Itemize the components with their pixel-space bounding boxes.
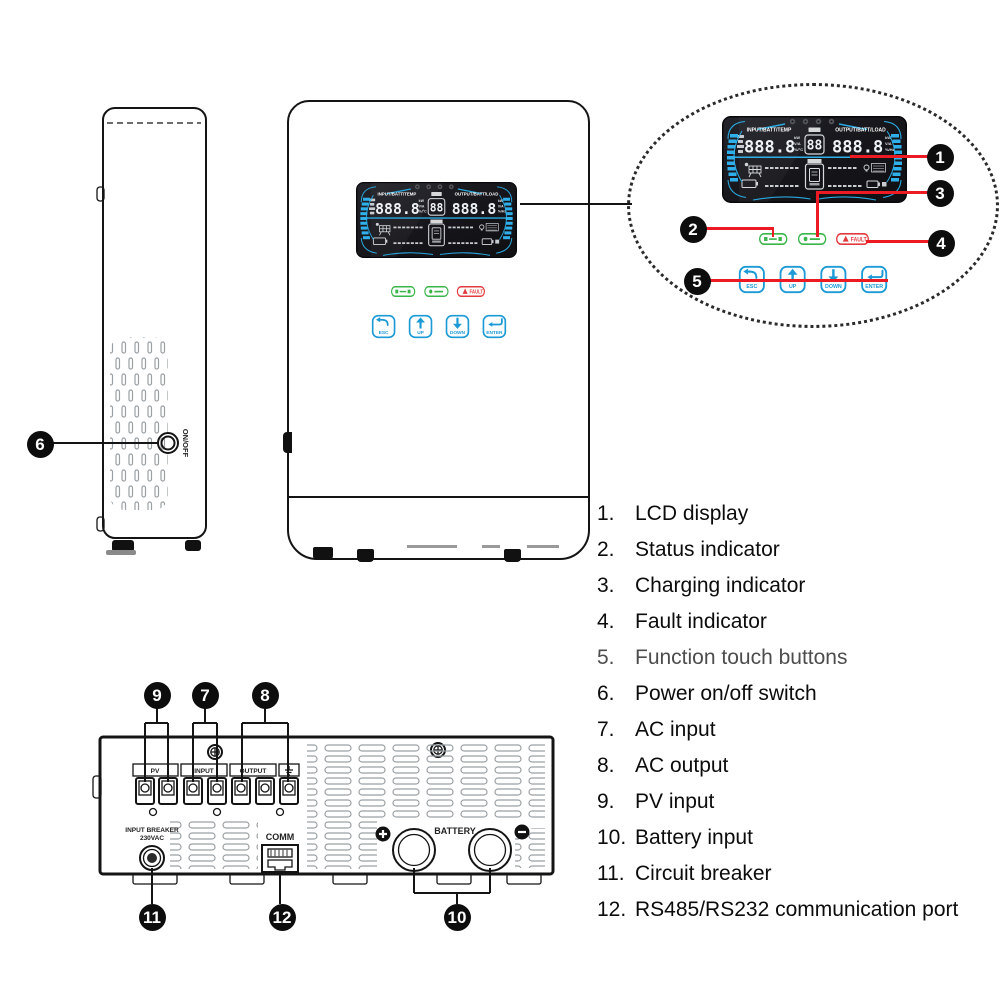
terminal-labels: PV INPUT OUTPUT: [132, 763, 300, 777]
mount-hole: [148, 807, 158, 817]
legend-item-10: 10.Battery input: [597, 826, 753, 849]
legend-item-9: 9.PV input: [597, 790, 715, 813]
detail-indicator-row: [758, 233, 870, 245]
front-power-switch-bump: [282, 432, 292, 453]
callout-brackets: [144, 708, 491, 904]
vent-grille: [110, 337, 168, 510]
callout-touch-buttons: 5: [683, 267, 711, 295]
pointer-line-1: [850, 155, 929, 158]
front-bottom-seam: [289, 496, 588, 498]
pv-label: PV: [151, 768, 160, 775]
breaker-label-2: 230VAC: [140, 835, 164, 842]
bottom-feet: [132, 873, 542, 885]
comm-label: COMM: [266, 832, 295, 842]
legend-item-7: 7.AC input: [597, 718, 716, 741]
terminal: [255, 777, 275, 805]
front-lcd: [355, 181, 518, 258]
pointer-line-5: [708, 279, 888, 282]
terminal: [231, 777, 251, 805]
callout-battery-input: 10: [443, 903, 471, 931]
vent-area-left: [170, 821, 258, 869]
lcd-detail-ellipse: [627, 83, 999, 328]
breaker-label-1: INPUT BREAKER: [125, 827, 179, 834]
detail-lcd: [722, 116, 907, 203]
front-foot: [504, 549, 521, 562]
battery-terminals: BATTERY: [375, 824, 530, 872]
bottom-strip: [482, 545, 500, 548]
callout-circuit-breaker: 11: [138, 903, 166, 931]
callout-comm-port: 12: [268, 903, 296, 931]
bottom-strip: [407, 545, 457, 548]
callout-fault: 4: [927, 229, 955, 257]
pointer-line-2h: [704, 227, 774, 230]
ground-icon: [285, 766, 293, 776]
terminal: [183, 777, 203, 805]
battery-negative-terminal: [468, 828, 512, 872]
mount-hole: [212, 807, 222, 817]
vent-area-right: [307, 744, 545, 821]
output-label: OUTPUT: [240, 768, 267, 775]
terminal: [135, 777, 155, 805]
pointer-line-3v: [816, 191, 819, 237]
rj45-port: [261, 844, 299, 873]
front-foot: [357, 549, 374, 562]
callout-6-line: [52, 442, 158, 444]
side-body: [102, 107, 207, 539]
front-foot: [313, 547, 333, 560]
legend-item-5: 5.Function touch buttons: [597, 646, 848, 669]
callout-power-switch: 6: [26, 430, 54, 458]
callout-status: 2: [679, 215, 707, 243]
mount-hole: [275, 807, 285, 817]
callout-charging: 3: [926, 179, 954, 207]
legend-item-2: 2.Status indicator: [597, 538, 780, 561]
bottom-view: PV INPUT OUTPUT INPUT BREAKER 230VAC: [92, 708, 555, 904]
terminal: [207, 777, 227, 805]
battery-positive-terminal: [392, 828, 436, 872]
wall-hook-top: [96, 186, 105, 202]
screw-icon: [207, 744, 223, 760]
front-indicator-row: [390, 286, 486, 297]
side-foot-pad: [106, 550, 136, 555]
legend-list: 1.LCD display 2.Status indicator 3.Charg…: [597, 496, 997, 928]
pointer-line-2v: [771, 227, 774, 237]
terminal-block: [135, 777, 299, 805]
left-bump: [92, 775, 102, 799]
terminal: [279, 777, 299, 805]
circuit-breaker: INPUT BREAKER 230VAC: [125, 827, 179, 871]
callout-ac-input: 7: [191, 681, 219, 709]
input-label: INPUT: [194, 768, 214, 775]
side-view: ON/OFF: [96, 107, 207, 555]
power-switch-button: [160, 435, 176, 451]
front-touch-buttons: [371, 314, 507, 339]
pointer-line-4: [866, 240, 929, 243]
wall-hook-bottom: [96, 516, 105, 532]
bottom-body: [98, 735, 555, 876]
side-foot-right: [185, 540, 201, 551]
comm-port: COMM: [261, 832, 299, 873]
legend-item-4: 4.Fault indicator: [597, 610, 767, 633]
power-switch: [157, 432, 179, 454]
callout-lcd: 1: [926, 143, 954, 171]
pointer-line-3h: [816, 191, 928, 194]
legend-item-11: 11.Circuit breaker: [597, 862, 772, 885]
side-foot-left: [112, 540, 134, 552]
on-off-label: ON/OFF: [181, 429, 190, 458]
legend-item-6: 6.Power on/off switch: [597, 682, 817, 705]
vent-area-center: [307, 821, 377, 869]
lcd-pointer-line: [520, 203, 632, 205]
front-view: [282, 100, 590, 562]
battery-label: BATTERY: [434, 826, 476, 836]
legend-item-1: 1.LCD display: [597, 502, 749, 525]
callout-pv-input: 9: [143, 681, 171, 709]
legend-item-12: 12.RS485/RS232 communication port: [597, 898, 959, 921]
bottom-strip: [527, 545, 559, 548]
terminal: [158, 777, 178, 805]
legend-item-3: 3.Charging indicator: [597, 574, 806, 597]
callout-ac-output: 8: [251, 681, 279, 709]
legend-item-8: 8.AC output: [597, 754, 729, 777]
